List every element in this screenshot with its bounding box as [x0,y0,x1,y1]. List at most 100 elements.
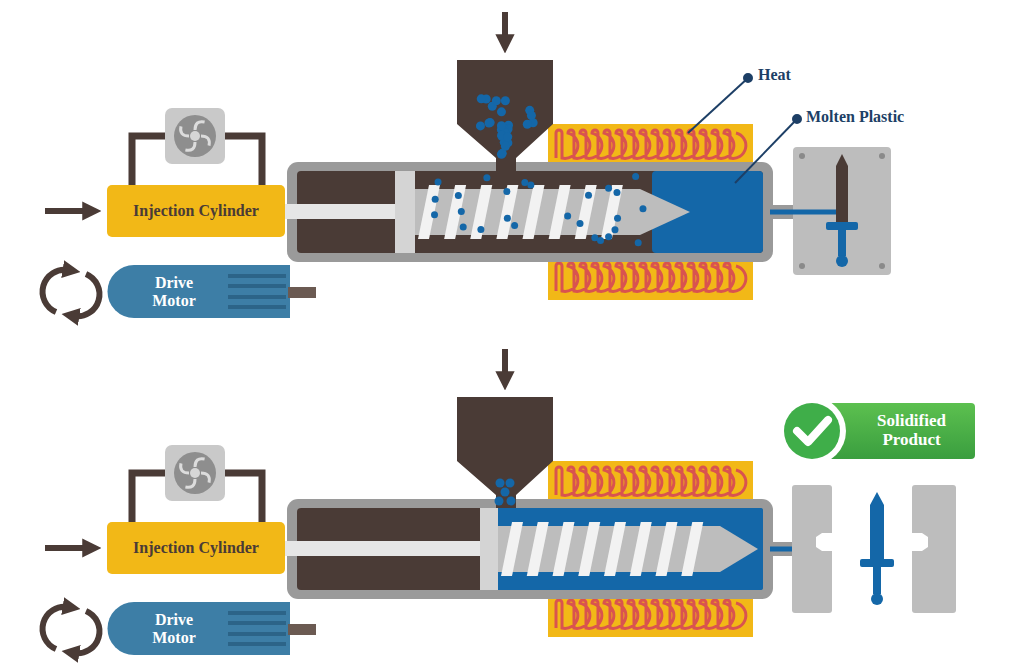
melt-channel [770,210,840,215]
plunger [480,508,498,590]
leader-lines [688,74,801,183]
mold-closed [879,153,885,159]
plastic-pellets [585,192,592,199]
plastic-pellets [455,192,462,199]
plastic-pellets [503,132,512,141]
screw [553,522,575,576]
screw [527,522,549,576]
node-text: Drive Motor [141,274,207,309]
plunger [395,171,415,253]
screw [630,522,652,576]
plastic-pellets [460,223,467,230]
mold-open [792,485,956,613]
molten-plastic [480,508,763,590]
plastic-pellets [605,233,612,240]
screw [470,185,492,239]
mold-open [912,485,956,613]
callout-label: Heat [758,66,791,84]
screw [578,522,600,576]
screw [640,189,690,235]
node-text: Injection Cylinder [133,202,259,220]
plastic-pellets [492,96,501,105]
check-badge [784,403,840,459]
mold-open [816,533,832,551]
mold-closed [826,222,858,230]
plastic-pellets [507,497,516,506]
plastic-pellets [597,237,604,244]
mold-closed [793,210,836,215]
molded-sword [871,593,883,605]
plastic-pellets [521,179,528,186]
plastic-pellets [527,111,536,120]
node-text: Drive Motor [141,611,207,646]
leader-lines [735,119,797,183]
screw [604,522,626,576]
plastic-pellets [614,215,621,222]
leader-lines [793,115,801,123]
check-badge [797,420,828,442]
screw [418,185,440,239]
cylinder-box: Injection Cylinder [107,522,285,574]
cylinder-box: Injection Cylinder [107,185,285,237]
screw [656,522,678,576]
screw [681,522,703,576]
mold-open [912,533,928,551]
leader-lines [744,74,752,82]
mold-closed [799,263,805,269]
plastic-pellets [484,119,493,128]
screw [496,185,518,239]
molded-sword [870,492,884,559]
node-text: Injection Cylinder [133,539,259,557]
plastic-pellets [477,226,484,233]
mold-closed [793,147,891,275]
mold-closed [836,255,848,267]
mold-closed [838,230,846,256]
motor-label-box: Drive Motor [124,602,224,655]
plastic-pellets [477,94,486,103]
plastic-pellets [497,121,506,130]
plastic-pellets [577,220,584,227]
plastic-pellets [496,479,505,488]
plastic-pellets [613,189,620,196]
molded-sword [873,567,881,594]
molded-sword [860,559,894,567]
callout-label: Molten Plastic [806,108,904,126]
screw [720,526,758,572]
screw [549,185,571,239]
mold-closed [836,154,848,222]
screw [575,185,597,239]
mold-closed [879,263,885,269]
piston-rod [285,541,482,556]
plastic-pellets [527,182,534,189]
piston-rod [285,204,397,219]
plastic-pellets [523,120,532,129]
plastic-pellets [639,205,646,212]
screw [523,185,545,239]
plastic-pellets [476,121,485,130]
check-badge [778,397,846,465]
screw [498,522,758,576]
machine-bottom-contents [285,479,956,614]
plastic-pellets [497,150,506,159]
plastic-pellets [635,239,642,246]
plastic-pellets [611,226,618,233]
check-badge [778,397,846,465]
product-banner: Solidified Product [830,403,975,459]
node-text: Solidified Product [860,412,964,449]
plastic-pellets [495,479,516,506]
screw [501,522,523,576]
machine-top [43,12,796,318]
plastic-pellets [564,212,571,219]
molded-sword [860,492,894,605]
plastic-pellets [501,488,510,497]
plastic-pellets [503,188,510,195]
leader-lines [688,78,748,133]
machine-top-contents [285,74,891,275]
plastic-pellets [511,222,518,229]
machine-bottom [43,349,796,655]
plastic-pellets [506,479,515,488]
mold-open [792,485,832,613]
plastic-pellets [431,94,646,246]
